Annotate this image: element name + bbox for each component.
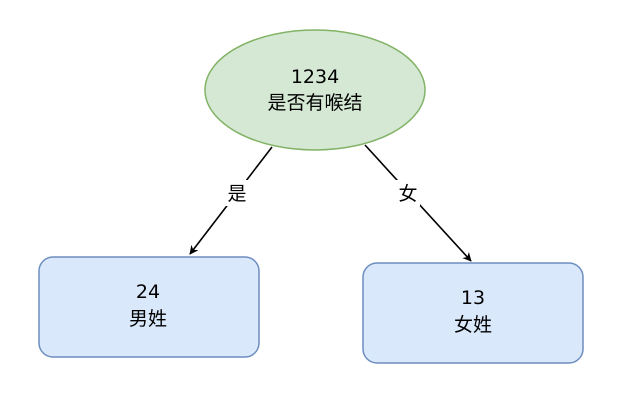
edge-label-right: 女 [396,180,420,206]
edge-label-left: 是 [225,180,249,206]
root-node-label: 是否有喉结 [267,92,362,114]
edge-label-right-text: 女 [398,183,417,205]
edge-label-left-bg [225,180,249,206]
left-leaf-node-value: 24 [136,281,160,303]
right-leaf-node[interactable]: 13 女姓 [362,262,584,364]
root-node-shape[interactable] [204,29,426,151]
right-leaf-node-shape[interactable] [362,262,584,364]
left-leaf-node-label: 男姓 [129,308,167,330]
edge-label-right-bg [396,180,420,206]
root-node[interactable]: 1234 是否有喉结 [204,29,426,151]
left-leaf-node[interactable]: 24 男姓 [38,256,260,358]
root-node-value: 1234 [291,66,339,88]
right-leaf-node-value: 13 [461,287,485,309]
right-leaf-node-label: 女姓 [454,314,492,336]
left-leaf-node-shape[interactable] [38,256,260,358]
edge-label-left-text: 是 [227,183,246,205]
